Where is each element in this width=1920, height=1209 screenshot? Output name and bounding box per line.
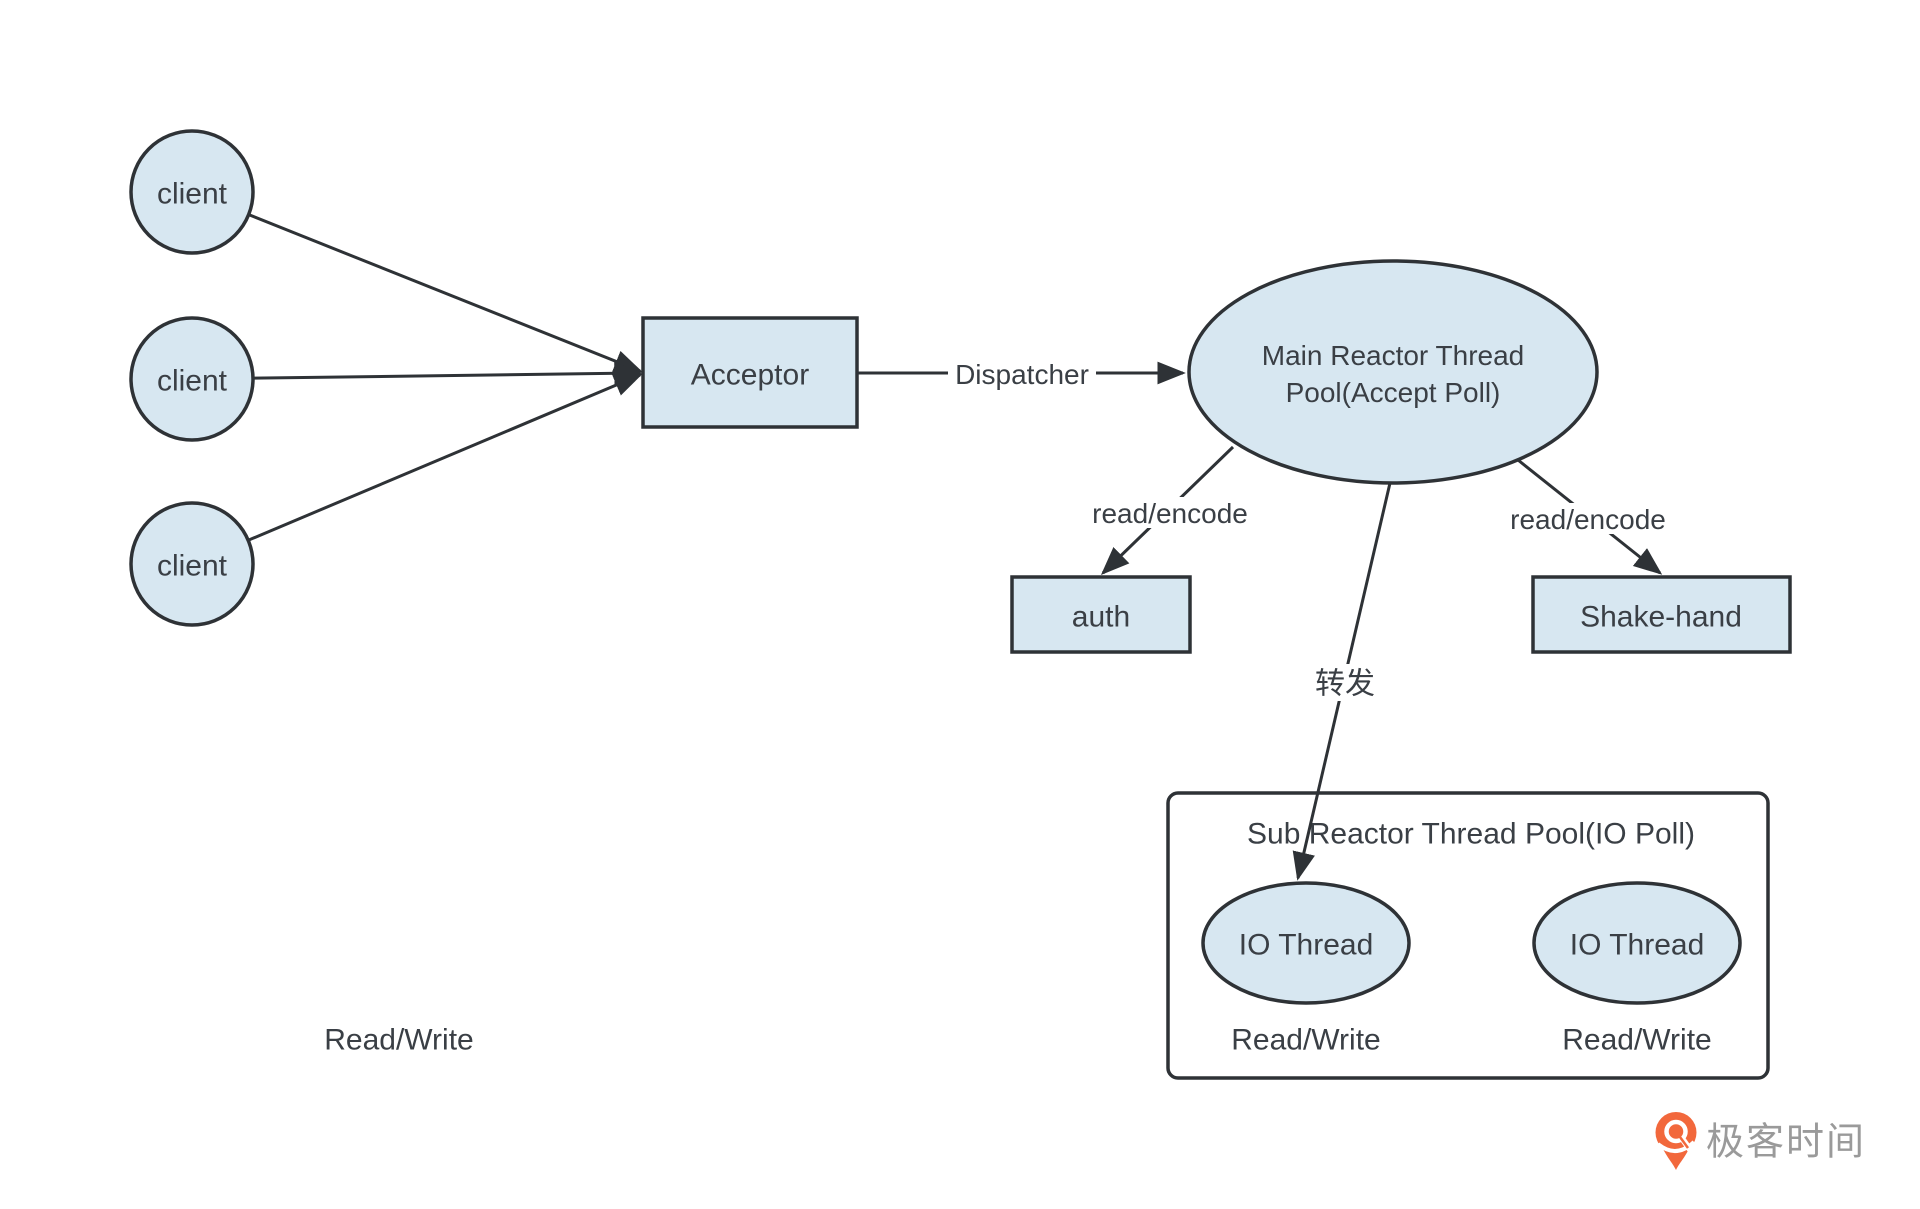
read-encode-left-edge-label: read/encode — [1092, 498, 1248, 529]
main-reactor-pool-label-line2: Pool(Accept Poll) — [1286, 377, 1501, 408]
client-node-3-label: client — [157, 550, 228, 583]
geektime-logo-text: 极客时间 — [1706, 1121, 1866, 1163]
auth-node — [1010, 575, 1192, 654]
io-thread-node-2 — [1532, 881, 1742, 1005]
read-encode-right-label-bg — [1502, 503, 1674, 534]
io-thread-node-1-label: IO Thread — [1239, 929, 1374, 962]
client-node-2-label: client — [157, 365, 228, 398]
shake-hand-node — [1531, 575, 1792, 654]
client-node-1-label: client — [157, 178, 228, 211]
forward-label-bg — [1311, 664, 1379, 701]
client-node-1 — [129, 129, 255, 255]
forward-edge-label: 转发 — [1315, 668, 1375, 701]
read-write-left-annotation: Read/Write — [324, 1024, 474, 1057]
sub-reactor-pool-title: Sub Reactor Thread Pool(IO Poll) — [1247, 818, 1695, 851]
io-thread-1-read-write-caption: Read/Write — [1231, 1024, 1381, 1057]
geektime-logo-icon — [1655, 1112, 1697, 1170]
edge-client1-to-acceptor — [191, 190, 643, 373]
edge-client2-to-acceptor — [191, 361, 643, 385]
dispatcher-edge-label: Dispatcher — [955, 359, 1089, 390]
geektime-logo: 极客时间 — [1655, 1112, 1866, 1170]
io-thread-node-2-label: IO Thread — [1570, 929, 1705, 962]
edge-client3-to-acceptor — [191, 373, 643, 566]
main-reactor-pool-label-line1: Main Reactor Thread — [1262, 340, 1525, 371]
main-reactor-pool-node — [1187, 259, 1599, 485]
acceptor-node-label: Acceptor — [691, 359, 809, 392]
auth-node-label: auth — [1072, 601, 1130, 634]
acceptor-node — [641, 316, 859, 429]
read-encode-right-edge-label: read/encode — [1510, 504, 1666, 535]
read-encode-left-label-bg — [1084, 497, 1256, 528]
sub-reactor-pool-container — [1166, 791, 1770, 1080]
shake-hand-node-label: Shake-hand — [1580, 601, 1742, 634]
client-node-2 — [129, 316, 255, 442]
client-node-3 — [129, 501, 255, 627]
io-thread-2-read-write-caption: Read/Write — [1562, 1024, 1712, 1057]
io-thread-node-1 — [1201, 881, 1411, 1005]
dispatcher-label-bg — [948, 358, 1096, 389]
